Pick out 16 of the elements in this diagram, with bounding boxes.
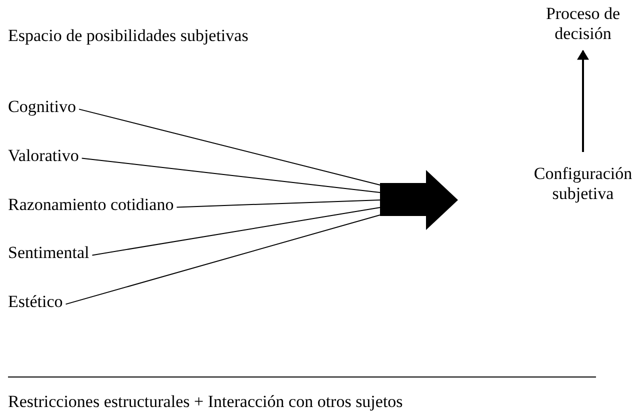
node-label: Configuración subjetiva xyxy=(520,164,642,205)
arrow xyxy=(577,50,589,152)
node-label: Estético xyxy=(8,292,63,312)
block-arrow xyxy=(380,170,458,230)
connector-line xyxy=(78,108,380,186)
node-label: Proceso de decisión xyxy=(530,4,636,45)
connector-line xyxy=(176,200,380,208)
node-label: Razonamiento cotidiano xyxy=(8,195,174,216)
node-label: Valorativo xyxy=(8,146,79,166)
connector-line xyxy=(81,158,380,193)
footer-text: Restricciones estructurales + Interacción con otros sujetos xyxy=(8,392,403,412)
diagram-heading: Espacio de posibilidades subjetivas xyxy=(8,26,248,46)
connector-line xyxy=(65,214,380,305)
node-label: Cognitivo xyxy=(8,97,76,118)
connector-line xyxy=(92,207,380,256)
node-label: Sentimental xyxy=(8,243,90,264)
